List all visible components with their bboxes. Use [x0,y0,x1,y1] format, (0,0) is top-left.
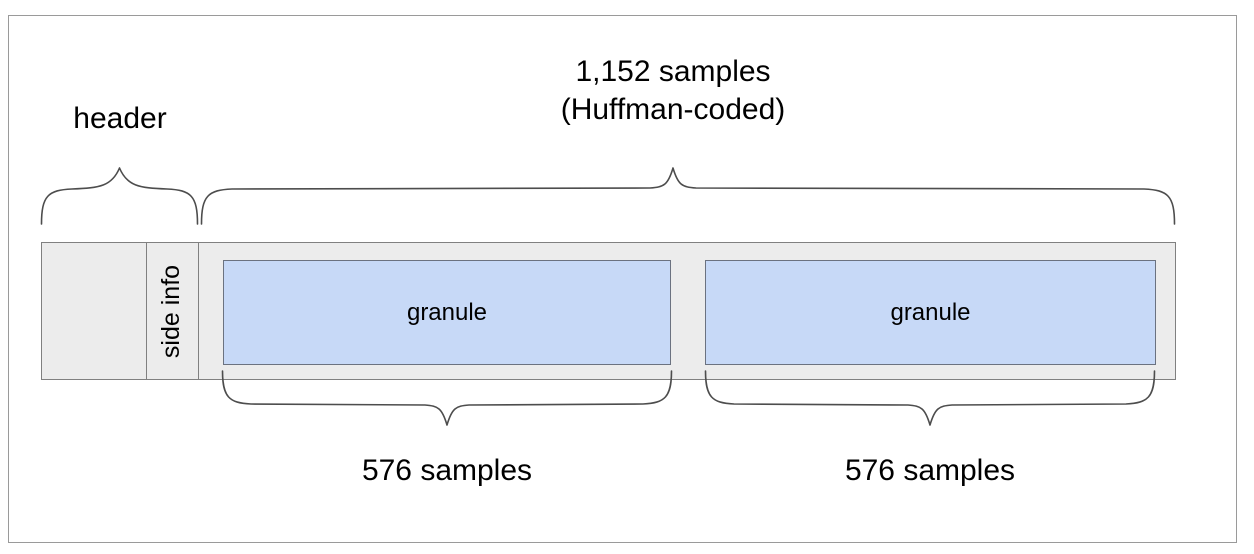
label-header-text: header [73,102,167,135]
granule-box-1: granule [223,260,671,365]
label-granule-1-samples-text: 576 samples [361,454,533,487]
label-granule-2-samples: 576 samples [730,452,1130,490]
granule-box-2: granule [705,260,1156,365]
granule-label-2: granule [890,298,971,326]
label-total-samples: 1,152 samples (Huffman-coded) [453,53,893,128]
label-total-samples-line1: 1,152 samples [575,55,771,88]
label-granule-1-samples: 576 samples [247,452,647,490]
label-granule-2-samples-text: 576 samples [844,454,1016,487]
divider-header-sideinfo [146,242,147,380]
label-header: header [20,100,220,138]
divider-sideinfo-data [198,242,199,380]
label-total-samples-line2: (Huffman-coded) [560,92,786,126]
granule-label-1: granule [406,298,488,326]
